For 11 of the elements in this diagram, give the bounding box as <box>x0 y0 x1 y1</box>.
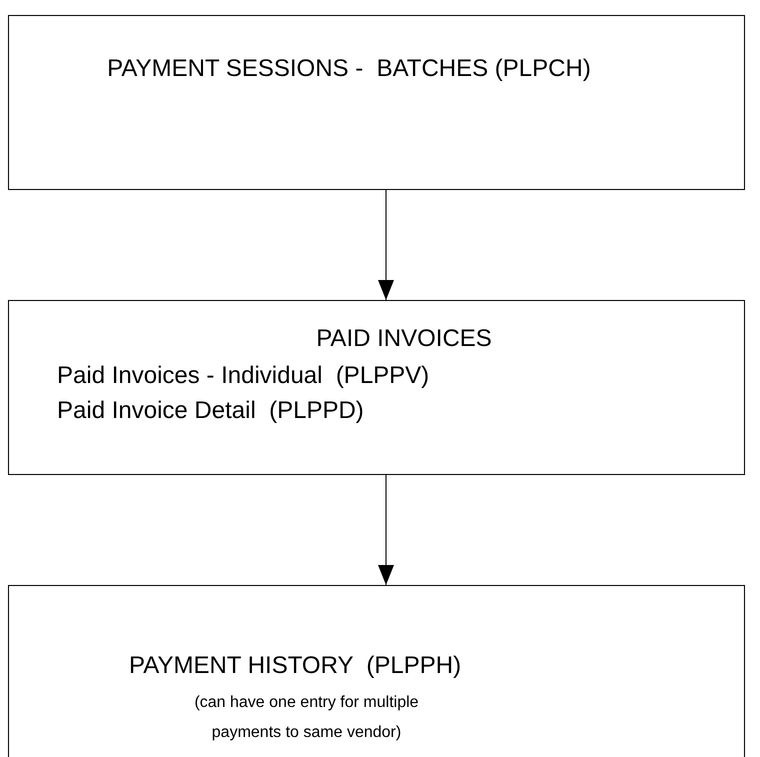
process-box <box>8 300 745 475</box>
arrow <box>378 474 394 586</box>
box-title: PAID INVOICES <box>315 325 493 353</box>
table-entry: Paid Invoices - Individual (PLPPV) <box>57 362 430 390</box>
box-title: PAYMENT SESSIONS - BATCHES (PLPCH) <box>106 54 592 84</box>
arrow <box>378 190 394 300</box>
table-entry: Paid Invoice Detail (PLPPD) <box>57 397 365 425</box>
process-box <box>8 15 745 190</box>
box-title: PAYMENT HISTORY (PLPPH) <box>129 652 462 680</box>
box-note: (can have one entry for multiple payments to same vendor) <box>193 693 420 743</box>
process-box <box>8 585 745 757</box>
